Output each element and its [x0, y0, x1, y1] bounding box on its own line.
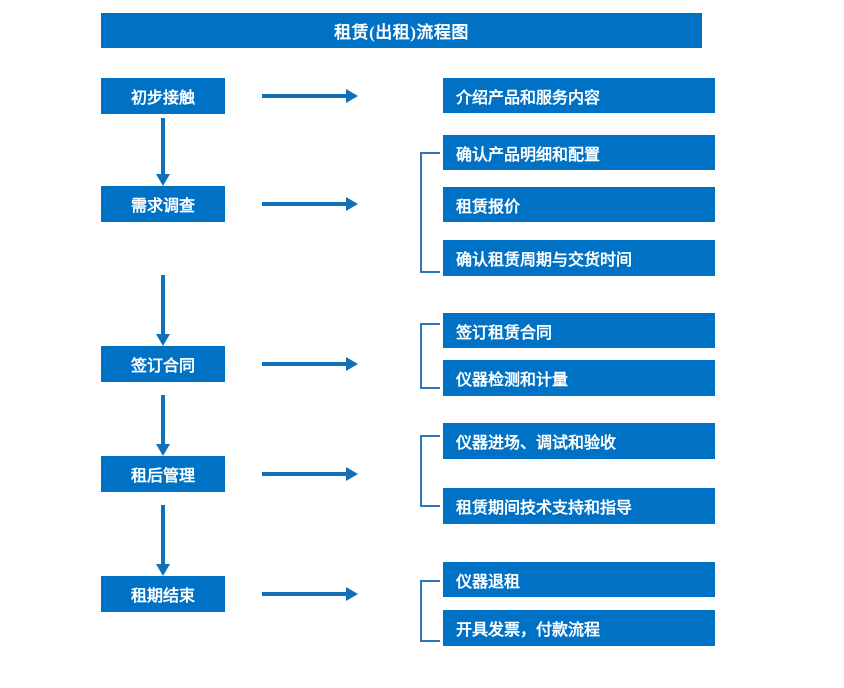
detail-label-3-1: 签订租赁合同	[456, 324, 553, 342]
detail-label-2-2: 租赁报价	[456, 198, 521, 216]
stage-connector-3-4	[156, 395, 170, 456]
arrow-shaft	[262, 592, 346, 596]
stage-box-3[interactable]: 签订合同	[101, 346, 225, 382]
stage-to-detail-arrow-5	[262, 587, 358, 601]
stage-to-detail-arrow-2	[262, 197, 358, 211]
detail-label-5-1: 仪器退租	[456, 573, 521, 591]
stage-box-1[interactable]: 初步接触	[101, 78, 225, 114]
arrow-shaft	[161, 395, 165, 444]
stage-label-4: 租后管理	[130, 468, 195, 485]
arrow-head-icon	[346, 197, 358, 211]
arrow-head-icon	[156, 174, 170, 186]
stage-box-4[interactable]: 租后管理	[101, 456, 225, 492]
stage-label-5: 租期结束	[130, 588, 195, 605]
stage-box-2[interactable]: 需求调查	[101, 186, 225, 222]
stage-label-2: 需求调查	[130, 198, 195, 215]
stage-to-detail-arrow-3	[262, 357, 358, 371]
detail-label-4-1: 仪器进场、调试和验收	[456, 435, 617, 452]
arrow-head-icon	[346, 89, 358, 103]
arrow-head-icon	[346, 587, 358, 601]
stage-connector-1-2	[156, 118, 170, 186]
arrow-shaft	[161, 275, 165, 334]
stage-connector-2-3	[156, 275, 170, 346]
detail-group-bracket-5	[420, 580, 440, 642]
detail-label-3-2: 仪器检测和计量	[456, 372, 569, 389]
detail-box-4-1[interactable]: 仪器进场、调试和验收	[443, 423, 715, 459]
detail-group-bracket-2	[420, 152, 440, 273]
arrow-shaft	[262, 472, 346, 476]
arrow-shaft	[161, 118, 165, 174]
arrow-shaft	[262, 202, 346, 206]
detail-box-1-1[interactable]: 介绍产品和服务内容	[443, 78, 715, 113]
stage-to-detail-arrow-1	[262, 89, 358, 103]
diagram-title-bar: 租赁(出租)流程图	[101, 13, 702, 48]
detail-label-2-3: 确认租赁周期与交货时间	[456, 252, 633, 269]
arrow-shaft	[262, 94, 346, 98]
detail-box-5-2[interactable]: 开具发票，付款流程	[443, 610, 715, 646]
stage-label-3: 签订合同	[130, 358, 195, 375]
detail-box-5-1[interactable]: 仪器退租	[443, 562, 715, 597]
detail-box-2-1[interactable]: 确认产品明细和配置	[443, 135, 715, 170]
arrow-head-icon	[156, 334, 170, 346]
detail-box-3-1[interactable]: 签订租赁合同	[443, 313, 715, 348]
arrow-shaft	[161, 505, 165, 564]
arrow-head-icon	[346, 357, 358, 371]
stage-label-1: 初步接触	[130, 90, 195, 107]
detail-box-2-3[interactable]: 确认租赁周期与交货时间	[443, 240, 715, 276]
detail-group-bracket-3	[420, 323, 440, 389]
detail-label-1-1: 介绍产品和服务内容	[456, 89, 601, 107]
diagram-title: 租赁(出租)流程图	[334, 23, 469, 42]
detail-box-4-2[interactable]: 租赁期间技术支持和指导	[443, 488, 715, 524]
detail-group-bracket-4	[420, 435, 440, 507]
detail-label-5-2: 开具发票，付款流程	[456, 622, 601, 639]
arrow-head-icon	[156, 564, 170, 576]
detail-box-2-2[interactable]: 租赁报价	[443, 187, 715, 222]
detail-label-2-1: 确认产品明细和配置	[456, 146, 601, 164]
stage-to-detail-arrow-4	[262, 467, 358, 481]
arrow-head-icon	[156, 444, 170, 456]
arrow-head-icon	[346, 467, 358, 481]
detail-box-3-2[interactable]: 仪器检测和计量	[443, 360, 715, 396]
detail-label-4-2: 租赁期间技术支持和指导	[456, 500, 633, 517]
arrow-shaft	[262, 362, 346, 366]
stage-connector-4-5	[156, 505, 170, 576]
stage-box-5[interactable]: 租期结束	[101, 576, 225, 612]
